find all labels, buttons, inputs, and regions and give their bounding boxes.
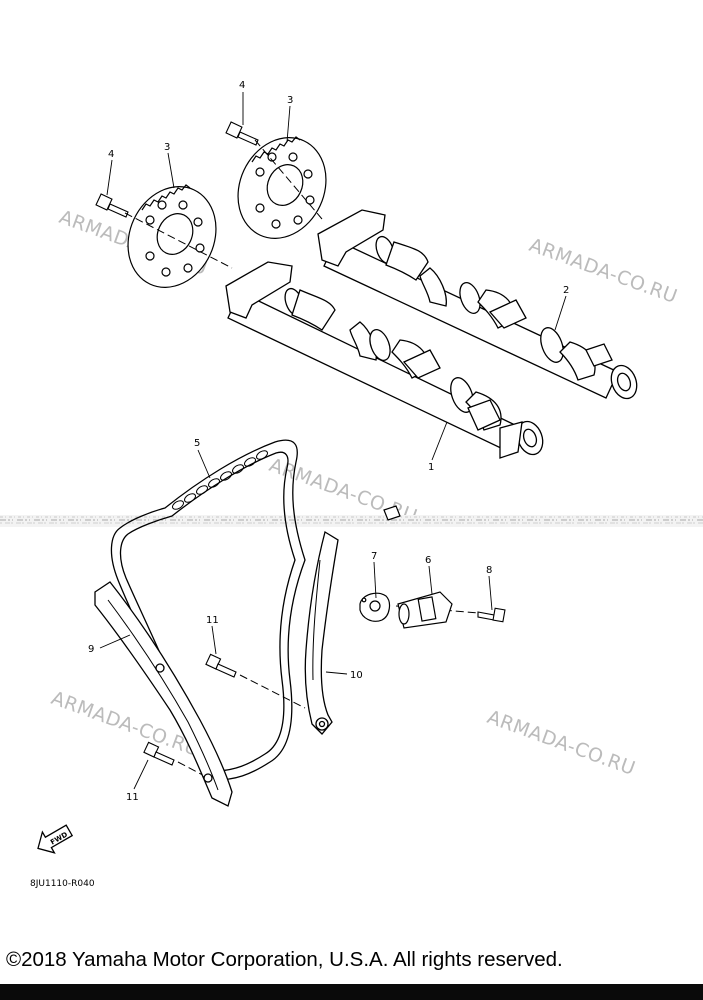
callout-9: 9 [88,644,94,655]
diagram-code: 8JU1110-R040 [30,879,95,889]
callout-5: 5 [194,438,200,449]
watermark-5: ARMADA-CO.RU [484,706,638,780]
callout-11-lower: 11 [126,792,139,803]
fwd-arrow-icon: FWD [37,824,74,854]
callout-6: 6 [425,555,431,566]
callout-7: 7 [371,551,377,562]
callout-3-lower: 3 [164,142,170,153]
tensioner-bolt [477,607,506,623]
timing-chain [110,439,306,781]
guide-bolts [143,653,237,766]
chain-tensioner [383,505,453,629]
tensioner-gasket [359,592,391,622]
watermarks: ARMADA-CO.RU ARMADA-CO.RU ARMADA-CO.RU A… [48,206,680,780]
callout-1: 1 [428,462,434,473]
exploded-parts-diagram: ARMADA-CO.RU ARMADA-CO.RU ARMADA-CO.RU A… [0,80,703,889]
callout-8: 8 [486,565,492,576]
callout-4-lower: 4 [108,149,114,160]
leader-lines [99,92,567,790]
copyright-notice: ©2018 Yamaha Motor Corporation, U.S.A. A… [6,948,563,971]
bottom-bar [0,984,703,1000]
callout-3-upper: 3 [287,95,293,106]
camshaft-exhaust [225,261,544,459]
sprocket-bolts [95,121,259,218]
callout-2: 2 [563,285,569,296]
scan-noise-band [0,515,703,527]
chain-links [172,450,268,510]
camshaft-intake [317,209,638,400]
timing-chain-guide [94,581,233,807]
callout-11-upper: 11 [206,615,219,626]
watermark-2: ARMADA-CO.RU [526,234,680,308]
tensioner-guide [304,530,339,735]
camshaft-sprocket-upper [237,136,327,239]
callout-10: 10 [350,670,363,681]
callout-labels: 4 3 4 3 2 1 5 7 6 8 9 10 11 11 [88,80,569,803]
callout-4-upper: 4 [239,80,245,91]
